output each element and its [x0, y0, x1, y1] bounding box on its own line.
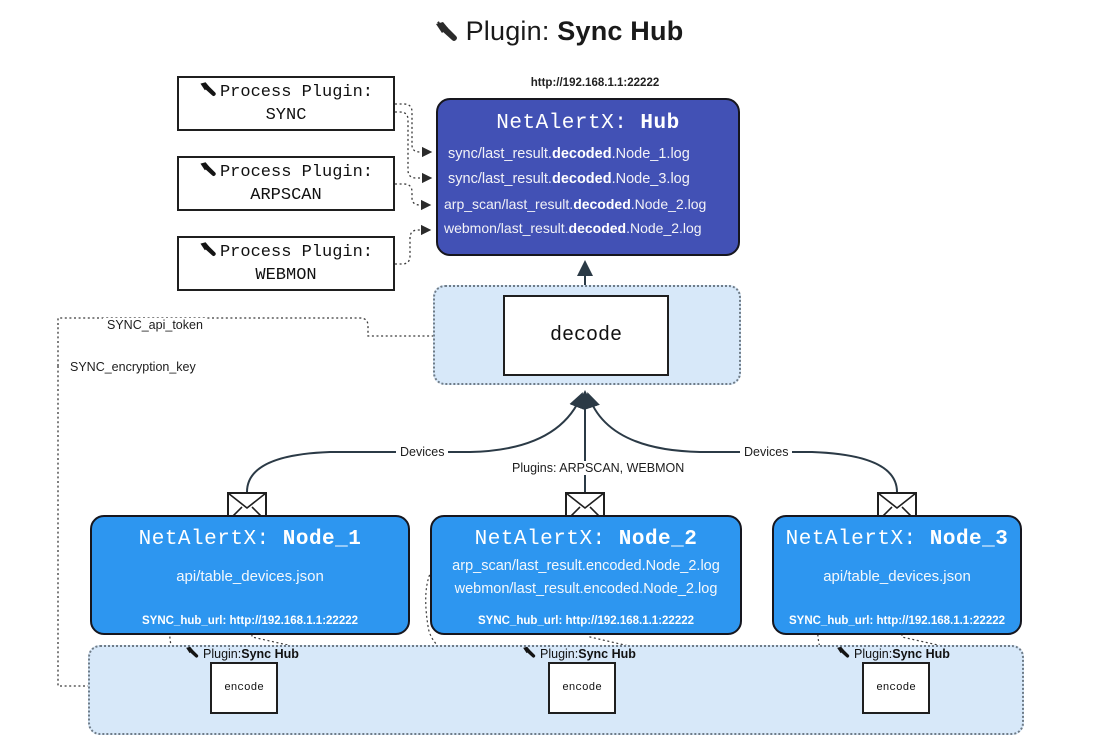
hub-log-line: webmon/last_result.decoded.Node_2.log — [444, 219, 702, 236]
plug-icon — [185, 646, 200, 662]
hub-title-prefix: NetAlertX: — [496, 112, 641, 135]
plugin-label-sync-hub: Plugin: Sync Hub — [836, 646, 950, 662]
plugin-label-sync-hub: Plugin: Sync Hub — [185, 646, 299, 662]
process-plugin-name: WEBMON — [255, 266, 317, 285]
title-prefix: Plugin: — [465, 16, 558, 46]
encode-box[interactable]: encode — [210, 662, 278, 714]
node-title: NetAlertX: Node_1 — [138, 528, 362, 551]
process-plugin-label: Process Plugin: — [219, 243, 374, 263]
plugin-label-sync-hub: Plugin: Sync Hub — [522, 646, 636, 662]
process-plugin-box-arpscan[interactable]: Process Plugin: ARPSCAN — [177, 156, 395, 211]
hub-log-line: arp_scan/last_result.decoded.Node_2.log — [444, 195, 707, 212]
hub-node-box[interactable]: NetAlertX: Hub sync/last_result.decoded.… — [436, 98, 740, 256]
node-title: NetAlertX: Node_2 — [474, 528, 698, 551]
process-plugin-box-sync[interactable]: Process Plugin: SYNC — [177, 76, 395, 131]
plug-icon — [434, 19, 460, 50]
node-footer: SYNC_hub_url: http://192.168.1.1:22222 — [788, 615, 1006, 627]
hub-title: NetAlertX: Hub — [438, 112, 738, 135]
node-box-node-2[interactable]: NetAlertX: Node_2 arp_scan/last_result.e… — [430, 515, 742, 635]
edge-label-api-token: SYNC_api_token — [103, 318, 207, 332]
page-title: Plugin: Sync Hub — [0, 16, 1117, 50]
process-plugin-label: Process Plugin: — [219, 83, 374, 103]
hub-url-label: http://192.168.1.1:22222 — [530, 77, 660, 89]
process-plugin-label: Process Plugin: — [219, 163, 374, 183]
encode-box[interactable]: encode — [862, 662, 930, 714]
node-box-node-1[interactable]: NetAlertX: Node_1 api/table_devices.json… — [90, 515, 410, 635]
title-name: Sync Hub — [557, 16, 684, 46]
node-footer: SYNC_hub_url: http://192.168.1.1:22222 — [141, 615, 359, 627]
node-line: api/table_devices.json — [823, 568, 971, 585]
node-line-list: api/table_devices.json — [774, 565, 1020, 589]
hub-log-line: sync/last_result.decoded.Node_1.log — [448, 146, 690, 162]
edge-label-devices-right: Devices — [740, 445, 793, 459]
plug-icon — [199, 241, 218, 265]
plug-icon — [522, 646, 537, 662]
encode-box[interactable]: encode — [548, 662, 616, 714]
plug-icon — [199, 81, 218, 105]
process-plugin-name: SYNC — [265, 106, 307, 125]
hub-title-name: Hub — [640, 112, 680, 135]
node-line-list: api/table_devices.json — [92, 565, 408, 589]
node-title: NetAlertX: Node_3 — [785, 528, 1009, 551]
node-line: api/table_devices.json — [176, 568, 324, 585]
node-line: webmon/last_result.encoded.Node_2.log — [454, 581, 718, 598]
process-plugin-box-webmon[interactable]: Process Plugin: WEBMON — [177, 236, 395, 291]
decode-box[interactable]: decode — [503, 295, 669, 376]
node-box-node-3[interactable]: NetAlertX: Node_3 api/table_devices.json… — [772, 515, 1022, 635]
plug-icon — [199, 161, 218, 185]
hub-log-line: sync/last_result.decoded.Node_3.log — [448, 170, 690, 187]
edge-label-devices-left: Devices — [396, 445, 449, 459]
plug-icon — [836, 646, 851, 662]
edge-label-encryption-key: SYNC_encryption_key — [66, 360, 200, 374]
node-footer: SYNC_hub_url: http://192.168.1.1:22222 — [477, 615, 695, 627]
node-line-list: arp_scan/last_result.encoded.Node_2.log … — [432, 555, 740, 601]
node-line: arp_scan/last_result.encoded.Node_2.log — [452, 558, 720, 574]
process-plugin-name: ARPSCAN — [250, 186, 322, 205]
edge-label-plugins: Plugins: ARPSCAN, WEBMON — [508, 461, 689, 475]
hub-log-list: sync/last_result.decoded.Node_1.log sync… — [438, 142, 738, 240]
